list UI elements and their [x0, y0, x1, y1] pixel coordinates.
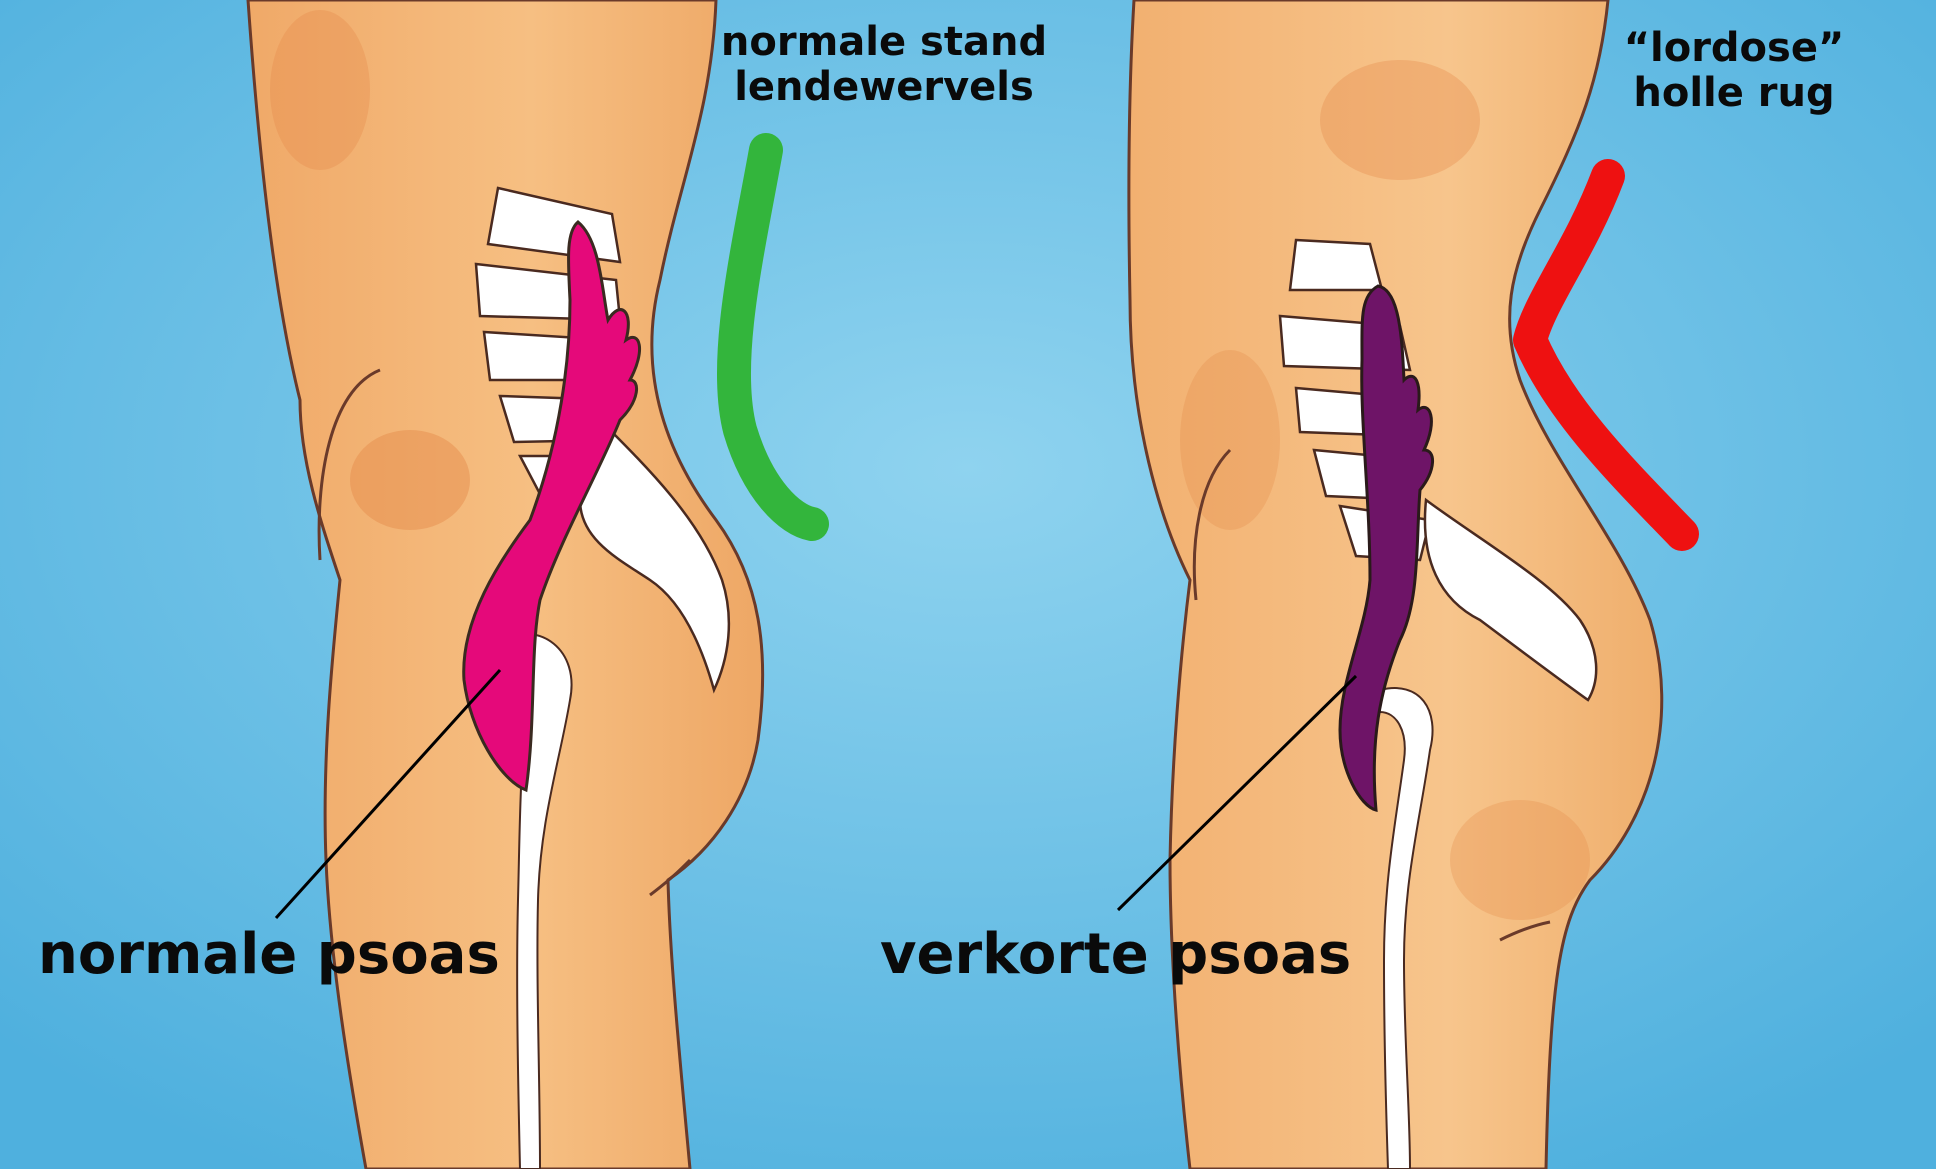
shortened-psoas-label: verkorte psoas	[880, 922, 1352, 987]
right-psoas-muscle	[1338, 284, 1434, 812]
right-shadow-blotch	[1450, 800, 1590, 920]
lordosis-label-line-2: holle rug	[1633, 69, 1835, 116]
left-arm-line	[317, 368, 381, 561]
left-psoas-muscle	[462, 220, 642, 793]
normal-psoas-label: normale psoas	[38, 922, 500, 987]
normal-spine-label-line-2: lendewervels	[734, 63, 1034, 110]
lordosis-label-line-1: “lordose”	[1623, 25, 1845, 71]
right-shadow-blotch	[1180, 350, 1280, 530]
right-arm-line	[1192, 448, 1232, 601]
right-shadow-blotch	[1320, 60, 1480, 180]
normal-spine-label: normale stand lendewervels	[704, 20, 1064, 110]
left-shadow-blotch	[270, 10, 370, 170]
right-thigh-line	[1499, 920, 1551, 942]
left-shadow-blotch	[350, 430, 470, 530]
right-figure	[1116, 0, 1699, 1169]
lordosis-label: “lordose” holle rug	[1584, 26, 1884, 116]
right-muscle-leader-line	[1116, 674, 1358, 912]
left-muscle-leader-line	[274, 668, 502, 920]
normal-spine-curve	[716, 133, 829, 541]
left-pelvis-bone	[578, 417, 731, 694]
right-pelvis-bone	[1423, 497, 1598, 702]
lordosis-spine-curve	[1513, 159, 1699, 551]
right-femur-bone	[1379, 687, 1434, 1169]
left-thigh-line	[649, 858, 692, 897]
left-figure	[246, 0, 829, 1169]
normal-spine-label-line-1: normale stand	[720, 19, 1048, 65]
